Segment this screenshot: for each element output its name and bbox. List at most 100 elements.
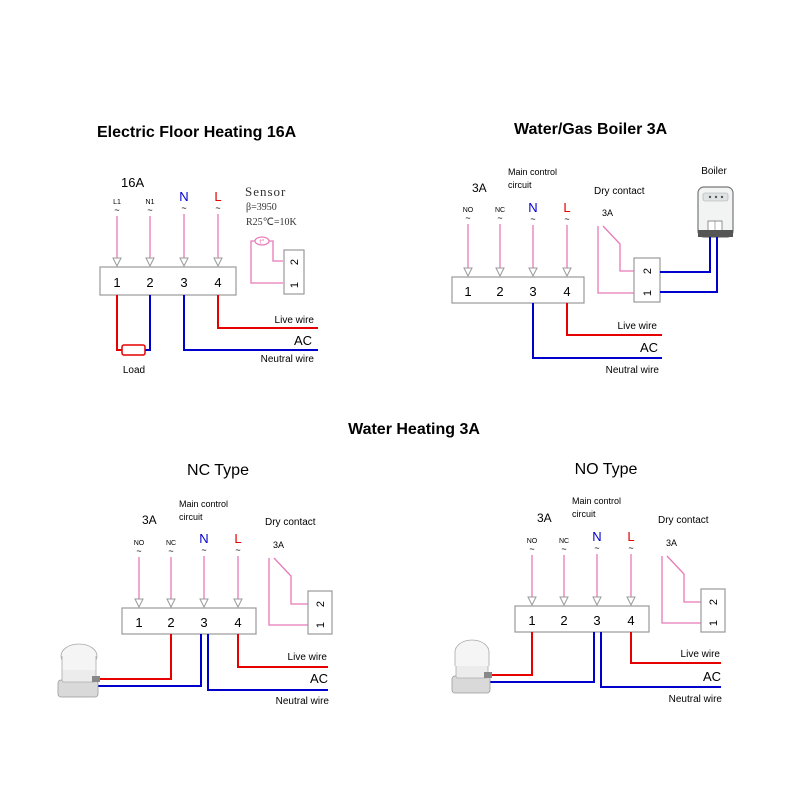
input-label-no: NO [463, 207, 474, 214]
input-label-n: N [179, 189, 188, 204]
load-resistor-icon [121, 344, 146, 356]
input-label-l1: L1 [113, 199, 121, 206]
terminal-4: 4 [214, 275, 221, 290]
live-wire-label: Live wire [618, 321, 658, 332]
terminal-2: 2 [560, 613, 567, 628]
dry-terminal-2: 2 [315, 601, 327, 607]
ac-tilde-icon: ~ [168, 546, 173, 556]
rating-label: 3A [472, 181, 487, 195]
terminal-block [121, 607, 257, 635]
terminal-3: 3 [200, 615, 207, 630]
input-lines [531, 554, 632, 597]
thermal-actuator-icon [57, 643, 100, 698]
ac-label: AC [640, 340, 658, 355]
arrow-icons [463, 267, 572, 278]
main-control-label: circuit [572, 509, 596, 519]
ac-tilde-icon: ~ [235, 545, 240, 555]
dry-contact-label: Dry contact [658, 515, 709, 526]
svg-text:t°: t° [259, 239, 264, 246]
input-label-no: NO [527, 538, 538, 545]
input-lines [138, 556, 239, 599]
ac-tilde-icon: ~ [594, 543, 599, 553]
panel-nc-type: NC Type 3A Main control circuit NO NC N … [57, 462, 333, 707]
ac-label: AC [703, 669, 721, 684]
dry-terminal-1: 1 [315, 622, 327, 628]
input-label-l: L [214, 189, 221, 204]
dry-contact-wires [661, 555, 701, 624]
panel-floor-heating: Electric Floor Heating 16A 16A L1 N1 N L… [97, 124, 318, 376]
terminal-2: 2 [146, 275, 153, 290]
dry-terminal-2: 2 [708, 599, 720, 605]
ac-tilde-icon: ~ [147, 205, 152, 215]
live-wire-label: Live wire [275, 315, 315, 326]
boiler-icon [697, 186, 734, 238]
load-label: Load [123, 365, 145, 376]
panel-no-type: NO Type 3A Main control circuit NO NC N … [451, 461, 726, 705]
sensor-wires [250, 240, 283, 284]
ac-tilde-icon: ~ [497, 213, 502, 223]
panel-title: Electric Floor Heating 16A [97, 124, 297, 141]
main-control-label: circuit [179, 512, 203, 522]
terminal-4: 4 [563, 284, 570, 299]
ac-tilde-icon: ~ [114, 205, 119, 215]
sensor-r25: R25℃=10K [246, 217, 298, 228]
arrow-icons [112, 257, 223, 268]
input-label-n: N [592, 529, 601, 544]
dry-terminal-block [307, 590, 333, 635]
terminal-1: 1 [113, 275, 120, 290]
sensor-terminal-block [283, 249, 305, 295]
terminal-1: 1 [135, 615, 142, 630]
sensor-terminal-2: 2 [289, 259, 301, 265]
main-control-label: Main control [508, 167, 557, 177]
input-label-l: L [234, 531, 241, 546]
panel-boiler: Water/Gas Boiler 3A 3A Main control circ… [451, 121, 734, 376]
actuator-neutral-wire [488, 632, 595, 683]
dry-rating-label: 3A [602, 208, 613, 218]
ac-tilde-icon: ~ [201, 545, 206, 555]
actuator-neutral-wire [96, 634, 202, 687]
ac-tilde-icon: ~ [465, 213, 470, 223]
ac-tilde-icon: ~ [181, 203, 186, 213]
input-label-nc: NC [495, 207, 505, 214]
neutral-wire-label: Neutral wire [276, 696, 330, 707]
live-wire [237, 634, 328, 668]
dry-contact-label: Dry contact [594, 186, 645, 197]
dry-terminal-1: 1 [708, 620, 720, 626]
neutral-wire [207, 634, 328, 691]
boiler-wire [660, 237, 711, 273]
sensor-label: Sensor [245, 184, 286, 199]
terminal-block [99, 266, 237, 296]
dry-terminal-1: 1 [642, 290, 654, 296]
thermal-actuator-icon [451, 639, 492, 694]
neutral-wire [600, 632, 721, 688]
thermistor-icon: t° [254, 236, 270, 246]
input-label-n1: N1 [146, 199, 155, 206]
actuator-live-wire [488, 632, 533, 676]
ac-tilde-icon: ~ [529, 544, 534, 554]
ac-tilde-icon: ~ [564, 214, 569, 224]
terminal-1: 1 [528, 613, 535, 628]
terminal-1: 1 [464, 284, 471, 299]
load-live-wire [116, 295, 122, 351]
input-label-nc: NC [559, 538, 569, 545]
dry-contact-label: Dry contact [265, 517, 316, 528]
main-control-label: Main control [179, 499, 228, 509]
dry-terminal-block [700, 588, 726, 633]
ac-tilde-icon: ~ [136, 546, 141, 556]
ac-tilde-icon: ~ [561, 544, 566, 554]
ac-tilde-icon: ~ [530, 214, 535, 224]
live-wire [217, 295, 318, 329]
load-neutral-wire [145, 295, 151, 351]
input-label-l: L [563, 200, 570, 215]
input-lines [116, 214, 219, 258]
terminal-block [451, 276, 585, 304]
rating-label: 16A [121, 175, 144, 190]
live-wire [630, 632, 721, 664]
rating-label: 3A [142, 513, 157, 527]
input-label-l: L [627, 529, 634, 544]
actuator-live-wire [96, 634, 172, 680]
input-lines [467, 224, 568, 268]
dry-rating-label: 3A [666, 538, 677, 548]
arrow-icons [134, 598, 243, 609]
section-title: Water Heating 3A [348, 421, 480, 438]
